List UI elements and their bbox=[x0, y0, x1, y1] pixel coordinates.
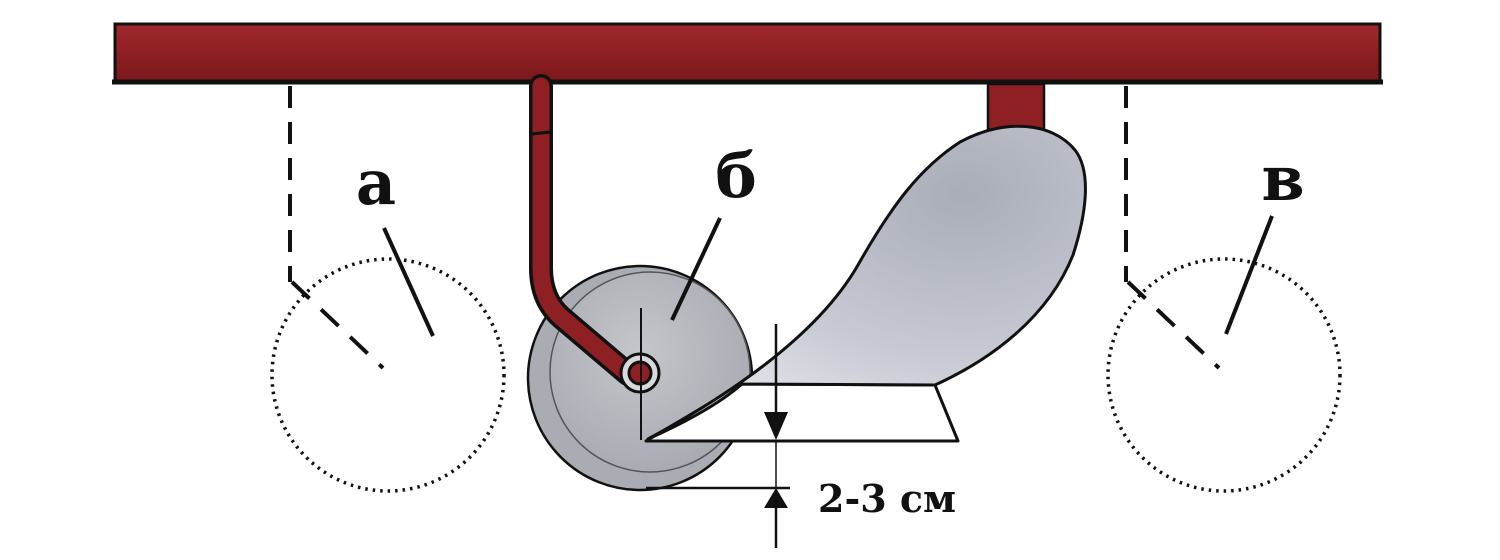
position-b-leader-line bbox=[670, 217, 722, 321]
position-c-leader-line bbox=[1224, 215, 1274, 335]
label-position-b: б bbox=[715, 139, 756, 212]
plough-stand bbox=[986, 82, 1046, 132]
gap-dimension bbox=[764, 324, 788, 548]
dimension-arrow-up bbox=[764, 488, 788, 508]
position-a-dashed-arm bbox=[290, 280, 385, 370]
frame-beam bbox=[113, 22, 1382, 84]
label-position-c: в bbox=[1261, 142, 1304, 215]
position-a-marker bbox=[270, 86, 506, 493]
plough-mouldboard bbox=[646, 124, 1087, 441]
position-c-marker bbox=[1106, 86, 1342, 493]
position-a-leader-line bbox=[382, 227, 435, 337]
position-c-dotted-disc bbox=[1106, 257, 1342, 493]
coulter-shank-fill bbox=[532, 77, 637, 383]
label-position-a: а bbox=[356, 146, 396, 219]
dimension-arrow-down bbox=[764, 412, 788, 440]
position-c-dashed-arm bbox=[1126, 280, 1221, 370]
position-a-dotted-disc bbox=[270, 257, 506, 493]
coulter-shank-clamp bbox=[530, 130, 552, 136]
label-gap-dimension: 2-3 см bbox=[818, 476, 956, 521]
